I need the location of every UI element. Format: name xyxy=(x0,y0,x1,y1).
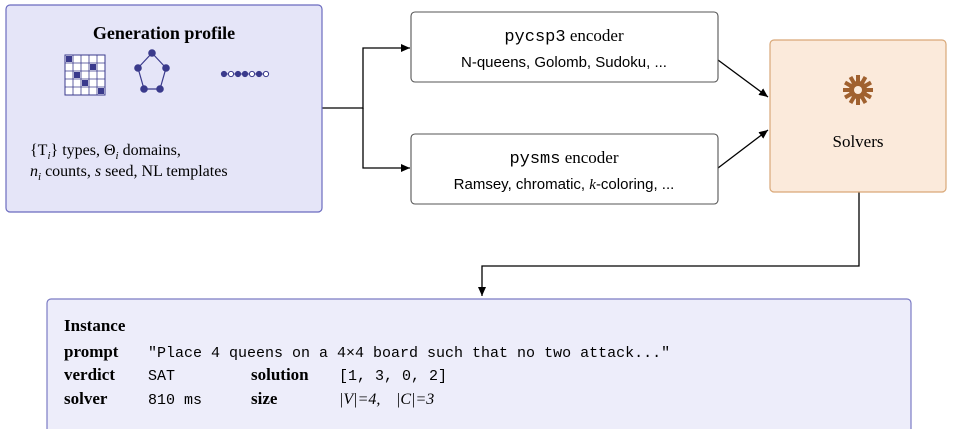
instance-heading: Instance xyxy=(64,316,126,335)
profile-line-1: {Ti} types, Θi domains, xyxy=(30,142,181,162)
types-sub: i xyxy=(47,150,50,162)
pycsp3-encoder-title: pycsp3 encoder xyxy=(504,26,624,47)
gear-tooth xyxy=(866,88,873,92)
generation-profile-box: Generation profile xyxy=(5,4,323,213)
instance-size-key: size xyxy=(251,389,278,408)
instance-size-v: |V|=4, xyxy=(339,391,380,408)
profile-line-2: ni counts, s seed, NL templates xyxy=(30,163,228,183)
instance-solution-value: [1, 3, 0, 2] xyxy=(339,368,447,385)
solvers-label: Solvers xyxy=(833,132,884,151)
pycsp3-name: pycsp3 xyxy=(504,28,565,47)
instance-solver-value: 810 ms xyxy=(148,392,202,409)
arrow-profile-to-pycsp3 xyxy=(322,44,410,109)
pysms-examples-b: -coloring, ... xyxy=(596,176,674,193)
counts-var: n xyxy=(30,163,38,180)
gear-tooth xyxy=(856,75,860,82)
solvers-background xyxy=(769,39,947,193)
pysms-suffix: encoder xyxy=(560,148,618,167)
instance-verdict-value: SAT xyxy=(148,368,175,385)
gear-tooth xyxy=(856,98,860,105)
instance-size-c: |C|=3 xyxy=(396,391,434,408)
pycsp3-suffix: encoder xyxy=(566,26,624,45)
grid-icon xyxy=(64,54,106,96)
gear-hole xyxy=(854,86,862,94)
arrow-solvers-to-instance xyxy=(478,192,860,296)
graph-icon xyxy=(134,49,170,93)
pysms-name: pysms xyxy=(509,150,560,169)
arrow-pysms-to-solvers xyxy=(717,129,769,169)
types-close: } xyxy=(51,142,59,159)
instance-prompt-key: prompt xyxy=(64,342,119,361)
chain-icon xyxy=(220,70,270,78)
pysms-examples: Ramsey, chromatic, k-coloring, ... xyxy=(454,176,675,193)
solvers-box: Solvers xyxy=(769,39,947,193)
theta-symbol: Θ xyxy=(104,142,116,159)
pysms-examples-a: Ramsey, chromatic, xyxy=(454,176,590,193)
pysms-encoder-background xyxy=(410,133,719,205)
generation-profile-title: Generation profile xyxy=(93,23,235,43)
types-text: types, xyxy=(58,142,104,159)
instance-solver-key: solver xyxy=(64,389,108,408)
counts-text: counts, xyxy=(41,163,95,180)
theta-sub: i xyxy=(116,150,119,162)
connectors xyxy=(322,44,860,296)
pysms-encoder-box: pysms encoder Ramsey, chromatic, k-color… xyxy=(410,133,719,205)
counts-sub: i xyxy=(38,171,41,183)
instance-verdict-key: verdict xyxy=(64,365,115,384)
gear-tooth xyxy=(843,88,850,92)
arrow-profile-to-pysms xyxy=(362,108,410,172)
instance-background xyxy=(46,298,912,429)
pycsp3-examples: N-queens, Golomb, Sudoku, ... xyxy=(461,54,667,71)
types-math: {T xyxy=(30,142,48,159)
domains-text: domains, xyxy=(119,142,181,159)
seed-text: seed, NL templates xyxy=(101,163,227,180)
pycsp3-encoder-background xyxy=(410,11,719,83)
instance-box: Instance prompt "Place 4 queens on a 4×4… xyxy=(46,298,912,429)
seed-var: s xyxy=(95,163,101,180)
instance-solution-key: solution xyxy=(251,365,309,384)
arrow-pycsp3-to-solvers xyxy=(717,59,769,98)
pysms-examples-k: k xyxy=(589,177,596,193)
pysms-encoder-title: pysms encoder xyxy=(509,148,618,169)
instance-prompt-value: "Place 4 queens on a 4×4 board such that… xyxy=(148,345,670,362)
gear-icon xyxy=(843,75,873,105)
pycsp3-encoder-box: pycsp3 encoder N-queens, Golomb, Sudoku,… xyxy=(410,11,719,83)
